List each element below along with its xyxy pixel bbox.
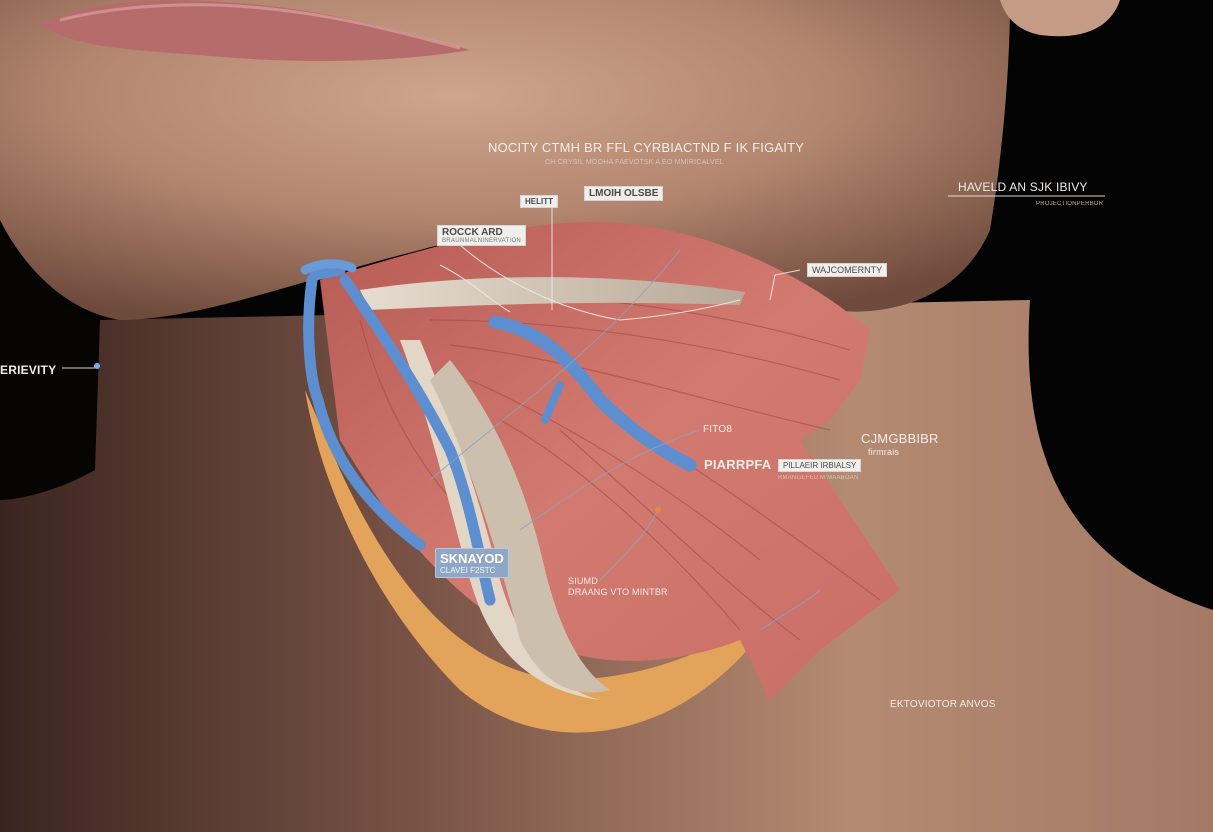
label-text: SKNAYOD — [440, 551, 504, 566]
label-siumd: SIUMD — [568, 576, 598, 586]
label-extovotor: EKTOVIOTOR ANVOS — [890, 699, 996, 710]
label-haveld-sub: PROJECTIONPERBOR — [1036, 201, 1104, 207]
label-text: ROCCK ARD — [442, 227, 503, 238]
diagram-subtitle: CH CRYSIL MOOHA FAEVOTSK A EO MMIRICALVE… — [545, 159, 724, 166]
label-text: WAJCOMERNTY — [812, 265, 883, 275]
label-siumd-sub: DRAANG VTO MINTBR — [568, 587, 668, 597]
label-text: LMOIH OLSBE — [589, 188, 659, 199]
label-cjmgbbibr-sub: firmrais — [868, 447, 900, 457]
label-text: HAVELD AN SJK IBIVY — [958, 180, 1088, 194]
label-fito8: FITO8 — [703, 424, 733, 435]
label-subtext: CLAVEI F2STC — [440, 566, 496, 575]
label-lmoih-olsbe: LMOIH OLSBE — [584, 186, 664, 201]
label-piarrpfa: PIARRPFA — [704, 457, 772, 472]
label-wajcomernty: WAJCOMERNTY — [807, 263, 888, 277]
label-helitt: HELITT — [520, 195, 558, 208]
label-rocck-ard: ROCCK ARD BRAUNMALNINERVATION — [437, 225, 527, 246]
label-haveld: HAVELD AN SJK IBIVY — [958, 180, 1088, 194]
label-text: PILLAEIR IRBIALSY — [783, 461, 857, 470]
label-pillaeir: PILLAEIR IRBIALSY — [778, 459, 862, 472]
label-sknayod: SKNAYOD CLAVEI F2STC — [435, 548, 509, 578]
label-text: HELITT — [525, 197, 553, 206]
label-pillaeir-sub: RMANGEFEU M MAABOAN — [778, 475, 859, 481]
label-erievity: ERIEVITY — [0, 363, 57, 377]
label-subtext: BRAUNMALNINERVATION — [442, 238, 522, 244]
diagram-title: NOCITY CTMH BR FFL CYRBIACTND F IK FIGAI… — [488, 140, 805, 155]
label-cjmgbbibr: CJMGBBIBR — [861, 431, 939, 446]
